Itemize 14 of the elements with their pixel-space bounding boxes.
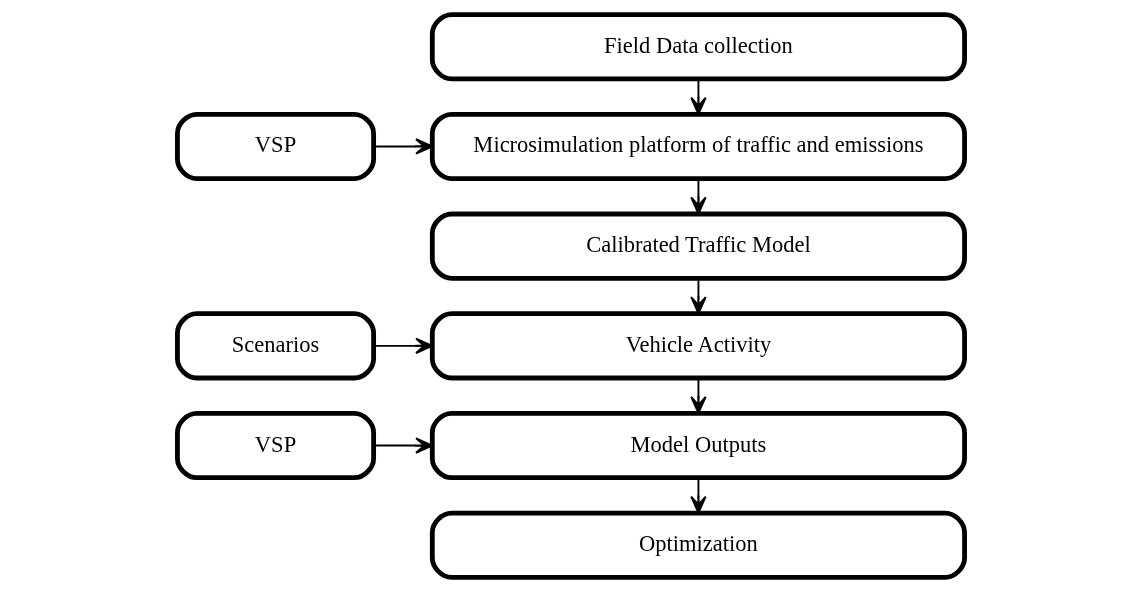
node-box: Calibrated Traffic Model [429,211,967,281]
node-box: Scenarios [175,311,377,381]
arrow [690,78,707,115]
node-box: Model Outputs [429,410,967,481]
node-box: Microsimulation platform of traffic and emissions [429,111,967,181]
node-box: Field Data collection [429,12,967,82]
arrow [690,277,707,315]
node-box: VSP [175,111,377,181]
arrow [690,377,707,414]
node-box: Optimization [429,510,967,580]
arrow [690,178,707,215]
node-box: Vehicle Activity [429,311,967,381]
node-box: VSP [175,410,377,481]
arrow [690,477,707,514]
